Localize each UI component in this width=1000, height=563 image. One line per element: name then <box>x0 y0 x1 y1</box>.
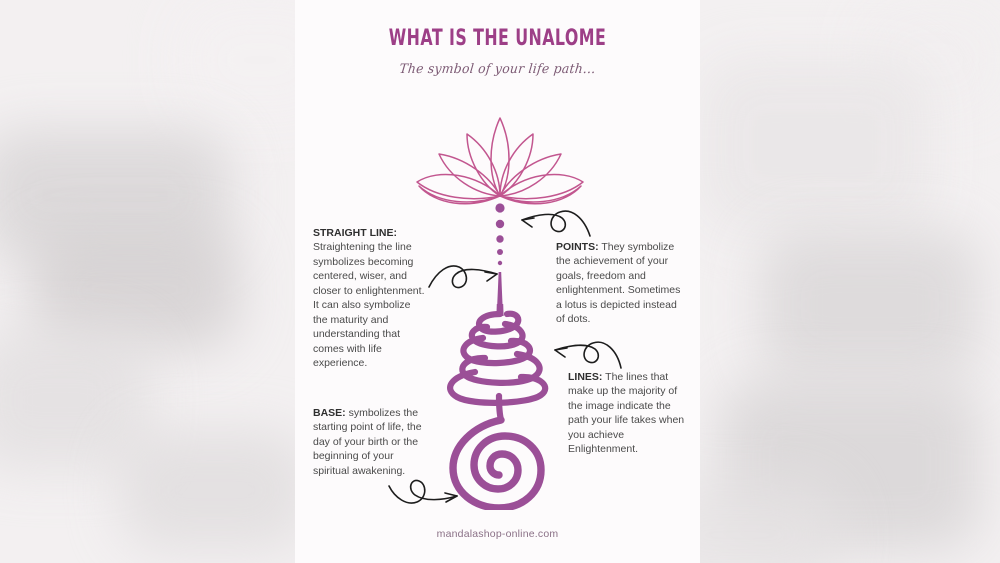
page-title: WHAT IS THE UNALOME <box>388 26 607 51</box>
note-points: POINTS: They symbolize the achievement o… <box>556 240 686 327</box>
unalome-symbol <box>395 100 605 510</box>
backdrop-blob <box>700 60 930 230</box>
note-points-lead: POINTS: <box>556 241 599 253</box>
lotus-flower <box>416 117 584 205</box>
note-straight-line-lead: STRAIGHT LINE: <box>313 227 397 239</box>
note-lines-body: The lines that make up the majority of t… <box>568 371 685 456</box>
footer-url[interactable]: mandalashop-online.com <box>436 528 559 540</box>
base-spiral <box>449 416 545 510</box>
page-subtitle: The symbol of your life path... <box>398 62 597 77</box>
backdrop-blob <box>120 430 310 550</box>
dots <box>495 203 505 266</box>
note-base: BASE: symbolizes the starting point of l… <box>313 406 429 478</box>
looping-knot <box>447 310 549 424</box>
note-straight-line: STRAIGHT LINE: Straightening the line sy… <box>313 226 425 371</box>
note-straight-line-body: Straightening the line symbolizes becomi… <box>313 241 425 370</box>
arrow-to-lines <box>547 330 625 372</box>
arrow-to-straight-line <box>427 257 505 297</box>
arrow-to-base <box>387 466 465 508</box>
note-base-body: symbolizes the starting point of life, t… <box>313 407 422 477</box>
arrow-to-points <box>512 198 592 240</box>
backdrop-blob <box>760 230 980 380</box>
backdrop-blob <box>0 330 150 470</box>
note-points-body: They symbolize the achievement of your g… <box>556 241 681 326</box>
infographic-card: WHAT IS THE UNALOME The symbol of your l… <box>295 0 700 563</box>
note-lines-lead: LINES: <box>568 371 603 383</box>
note-lines: LINES: The lines that make up the majori… <box>568 370 686 457</box>
straight-stem <box>497 272 503 306</box>
note-base-lead: BASE: <box>313 407 346 419</box>
